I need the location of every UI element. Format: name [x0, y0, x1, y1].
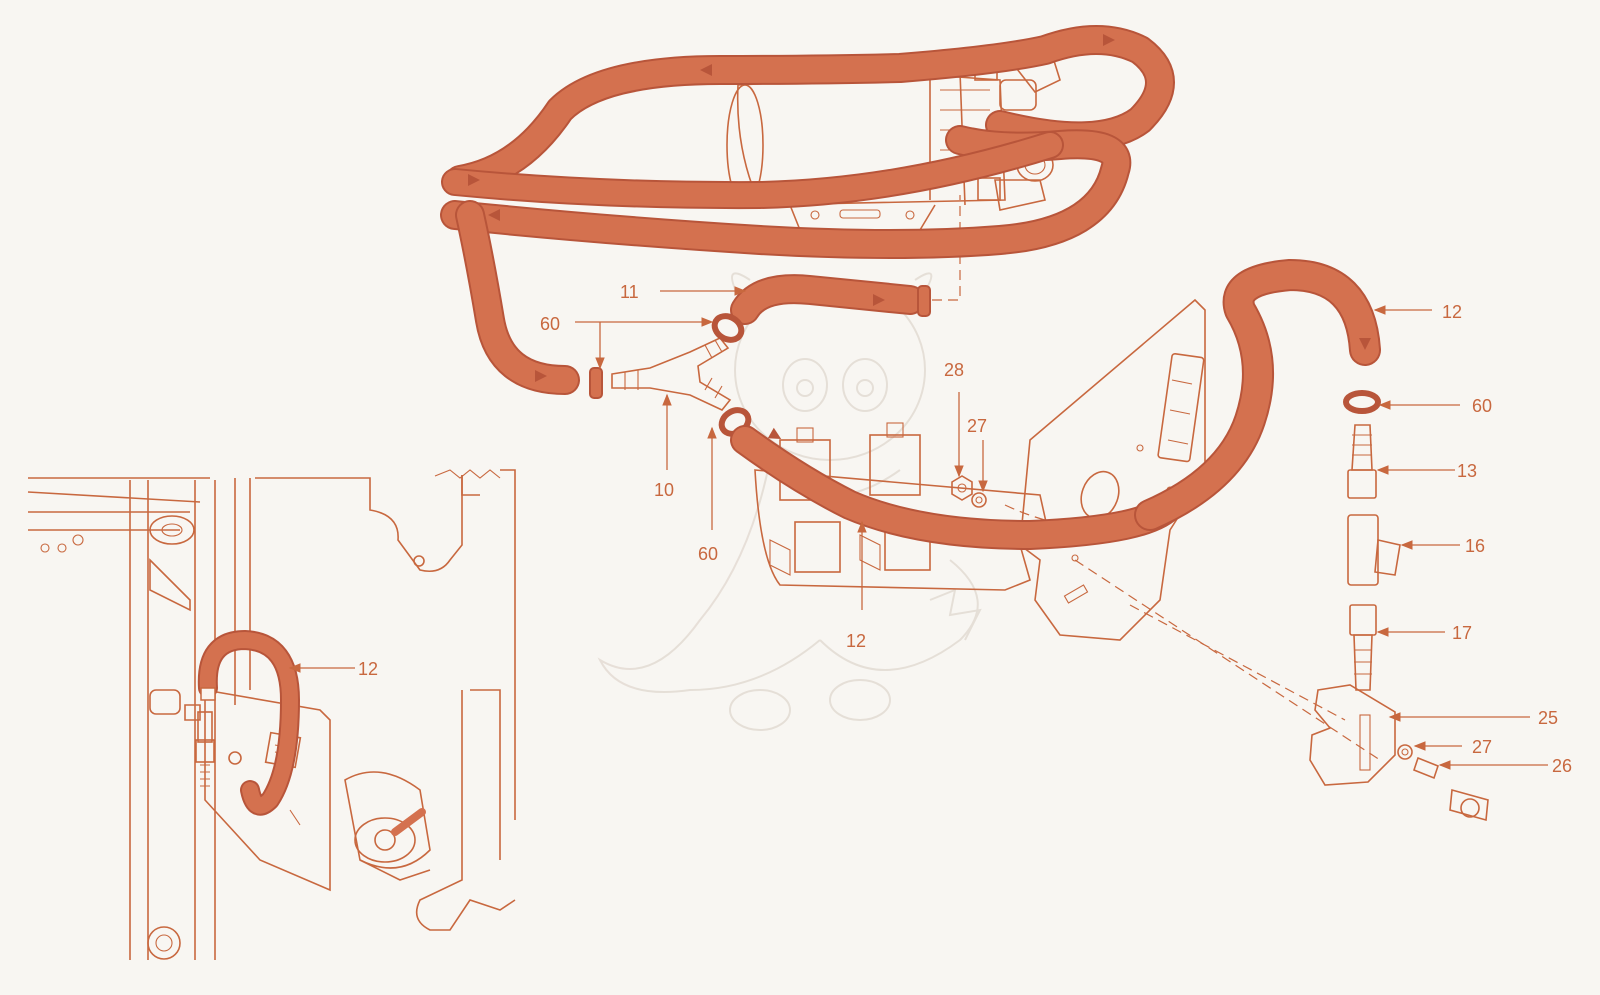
callout-60: 60 [698, 544, 718, 564]
callout-25: 25 [1538, 708, 1558, 728]
upper-hose-loops [440, 25, 1175, 395]
nut-28-washer-27 [951, 475, 987, 508]
side-mounting-plate [1019, 298, 1206, 641]
washer-27 [1397, 744, 1413, 760]
callout-leaders [288, 286, 1548, 770]
callout-16: 16 [1465, 536, 1485, 556]
fitting-17 [1349, 604, 1377, 691]
y-connector-10 [611, 337, 732, 411]
callout-28: 28 [944, 360, 964, 380]
inset-installed-view [27, 469, 516, 960]
callout-60: 60 [1472, 396, 1492, 416]
inset-hose [197, 630, 300, 816]
hose-11 [730, 274, 931, 325]
hose-12-right [1134, 259, 1381, 531]
hose-12-center [730, 425, 1185, 550]
callout-13: 13 [1457, 461, 1477, 481]
fitting-13 [1347, 424, 1377, 499]
callout-12: 12 [846, 631, 866, 651]
callout-27: 27 [967, 416, 987, 436]
dragon-mascot-watermark [597, 272, 982, 731]
callout-60: 60 [540, 314, 560, 334]
callout-11: 11 [620, 282, 639, 302]
clamp-rings-60 [589, 313, 1381, 437]
bracket-25 [1309, 684, 1396, 786]
callout-10: 10 [654, 480, 674, 500]
callout-17: 17 [1452, 623, 1472, 643]
callout-12: 12 [1442, 302, 1462, 322]
valve-bracket [754, 422, 1051, 591]
callout-12: 12 [358, 659, 378, 679]
callout-26: 26 [1552, 756, 1572, 776]
screw-26 [1413, 756, 1489, 822]
callout-labels: 11 60 10 60 28 27 12 12 60 13 16 17 25 2… [358, 282, 1572, 776]
callout-27: 27 [1472, 737, 1492, 757]
coupler-16 [1347, 514, 1401, 586]
